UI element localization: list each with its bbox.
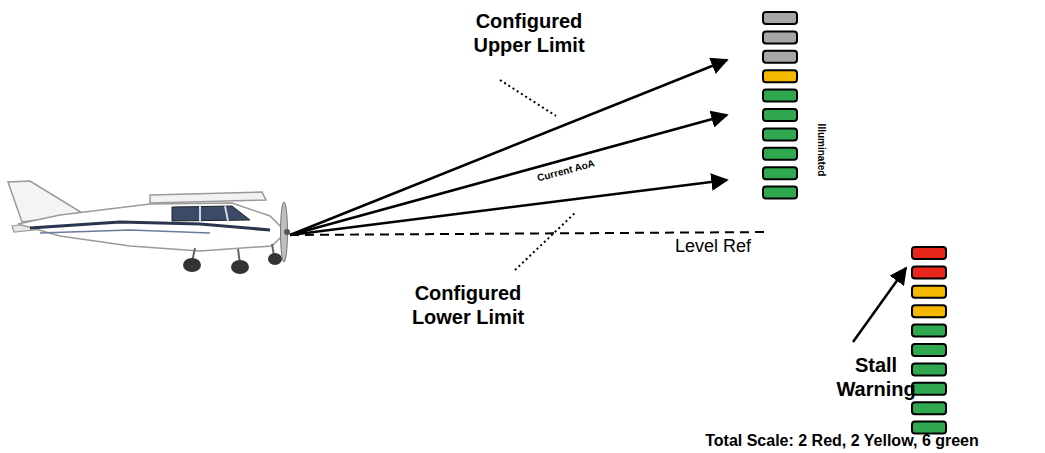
led-segment [912, 286, 946, 298]
reference-label: Level Ref [675, 236, 751, 258]
upper-limit-arrow [290, 60, 727, 235]
current-aoa-arrow [290, 115, 727, 235]
led-segment [912, 383, 946, 395]
led-segment [912, 247, 946, 259]
aoa-indicator-full-scale [912, 247, 946, 434]
scale-note: Total Scale: 2 Red, 2 Yellow, 6 green [705, 432, 979, 451]
led-segment [763, 167, 797, 179]
led-segment [912, 325, 946, 337]
led-segment [763, 109, 797, 121]
indicator-label: Illuminated [815, 124, 827, 177]
led-segment [912, 266, 946, 278]
led-segment [763, 187, 797, 199]
led-segment [912, 305, 946, 317]
lower-limit-arrow [290, 180, 727, 235]
aoa-indicator-illuminated [763, 12, 797, 199]
led-segment [763, 70, 797, 82]
led-segment [763, 128, 797, 140]
led-segment [912, 422, 946, 434]
leader-line [500, 80, 556, 116]
led-segment [912, 402, 946, 414]
led-segment [763, 148, 797, 160]
leader-line [515, 212, 576, 270]
led-segment [763, 12, 797, 24]
level-ref-line [290, 232, 770, 235]
stall-pointer-arrow [853, 268, 906, 342]
limit-label: Configured Upper Limit [464, 9, 594, 57]
led-segment [763, 90, 797, 102]
led-segment [763, 31, 797, 43]
airplane [8, 181, 290, 274]
limit-label: Configured Lower Limit [403, 281, 533, 329]
led-segment [763, 51, 797, 63]
warning-label: Stall Warning [826, 353, 926, 401]
arrow-label: Current AoA [536, 158, 596, 185]
led-segment [912, 344, 946, 356]
led-segment [912, 363, 946, 375]
